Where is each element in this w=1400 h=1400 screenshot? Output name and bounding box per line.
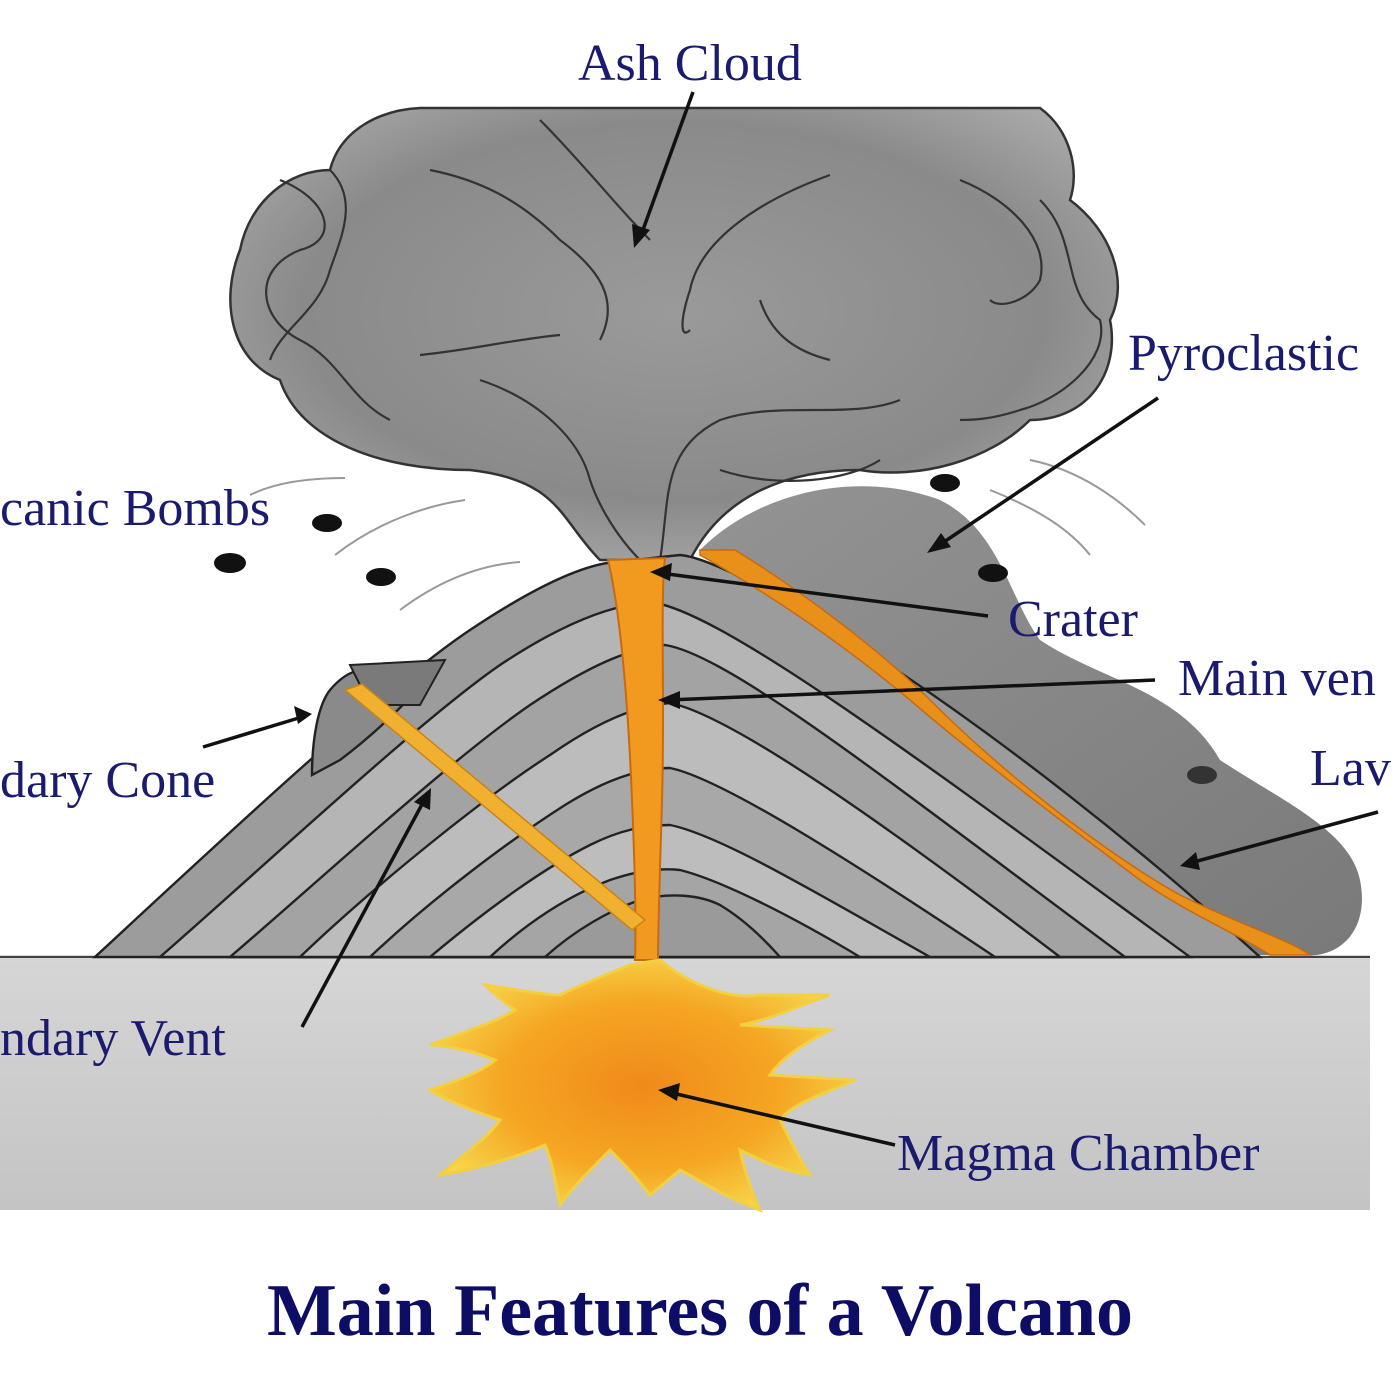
diagram-title: Main Features of a Volcano bbox=[267, 1270, 1133, 1352]
volcanic-bomb bbox=[214, 553, 246, 573]
label-magma-chamber: Magma Chamber bbox=[897, 1125, 1259, 1182]
label-secondary-vent: ndary Vent bbox=[0, 1010, 226, 1067]
volcanic-bomb bbox=[978, 564, 1008, 582]
volcanic-bomb bbox=[1187, 766, 1217, 784]
label-crater: Crater bbox=[1008, 591, 1138, 648]
volcanic-bomb bbox=[366, 568, 396, 586]
volcanic-bomb bbox=[312, 514, 342, 532]
label-pyroclastic: Pyroclastic bbox=[1128, 325, 1359, 382]
label-main-vent: Main ven bbox=[1178, 650, 1376, 707]
ash-cloud bbox=[230, 108, 1118, 560]
volcanic-bomb bbox=[930, 474, 960, 492]
label-ash-cloud: Ash Cloud bbox=[578, 35, 802, 92]
label-volcanic-bombs: canic Bombs bbox=[0, 480, 270, 537]
label-secondary-cone: dary Cone bbox=[0, 752, 215, 809]
label-lava: Lav bbox=[1310, 740, 1391, 797]
